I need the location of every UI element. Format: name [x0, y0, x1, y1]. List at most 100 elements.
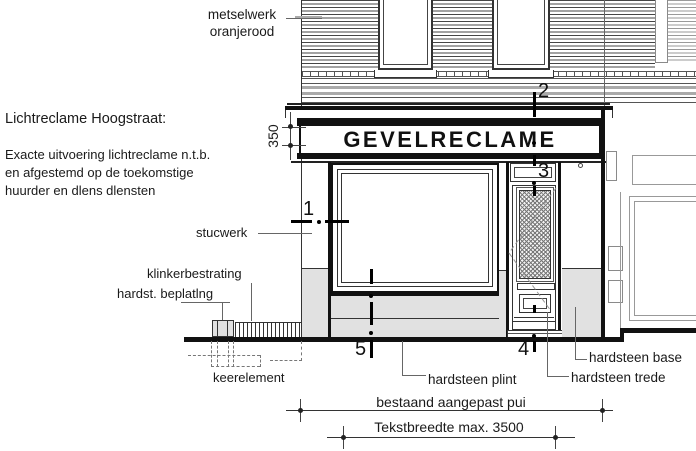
dim-350-tick-bottom [282, 145, 306, 146]
upper-window-2 [492, 0, 550, 70]
cut-3-dash [533, 186, 536, 196]
label-hardsteen-plint: hardsteen plint [428, 372, 517, 387]
dim-tekst-dot-right [553, 435, 558, 440]
door-mid-rail [517, 283, 555, 290]
keerelement-dash-h2 [211, 366, 260, 367]
neighbor-window [629, 196, 696, 321]
marker-2: 2 [538, 80, 550, 102]
marker-1: 1 [303, 198, 315, 220]
cut-1-dot [317, 220, 321, 224]
beplating-line-2 [227, 321, 228, 336]
cut-5-dash-a [370, 269, 373, 284]
property-line [604, 0, 605, 110]
ground-step [620, 328, 624, 342]
ground-line [184, 337, 624, 342]
dim-350-text: 350 [265, 124, 281, 148]
note-line-1: Exacte uitvoering lichtreclame n.t.b. [5, 147, 211, 162]
cut-1-dash-a [291, 220, 312, 223]
label-metselwerk-line2: oranjerood [209, 24, 275, 39]
note-line-2: en afgestemd op de toekomstige [5, 165, 194, 180]
beplating-line-1 [217, 321, 218, 336]
neighbor-transom [632, 155, 696, 185]
klinker-paving [235, 322, 302, 337]
cut-5-dash-c [370, 340, 373, 358]
brick-hatch-neighbor [668, 0, 696, 63]
keerelement-dash-v5 [260, 355, 261, 367]
dim-350-line [290, 112, 291, 160]
marker-5: 5 [355, 338, 367, 360]
window-sill-2 [488, 70, 554, 78]
marker-3: 3 [538, 160, 550, 182]
brick-hatch-left [302, 0, 378, 70]
sign-bottom-band [297, 153, 603, 159]
cornice-top-line [287, 103, 610, 105]
cut-3-dot [532, 181, 536, 185]
cut-5-dot-a [369, 294, 373, 298]
cut-1-dash-b [325, 220, 349, 223]
door-left-frame [506, 162, 509, 338]
label-hardsteen-trede: hardsteen trede [571, 370, 666, 385]
dim-tekst-text: Tekstbreedte max. 3500 [374, 419, 524, 435]
keerelement-dash-h1 [188, 355, 260, 356]
plint-divider-line [331, 318, 499, 319]
leader-trede-h [547, 376, 569, 377]
door-glass-panel [516, 187, 554, 282]
display-window-frame-2 [341, 173, 489, 283]
cornice-step [285, 106, 613, 110]
cut-5-dash-b [370, 302, 373, 325]
brick-hatch-right [550, 0, 655, 70]
keerelement-dash-v3 [228, 341, 229, 367]
door-transom-inner [514, 167, 552, 178]
leader-trede-v [547, 312, 548, 377]
label-keerelement: keerelement [213, 370, 285, 385]
trede-inner-line [508, 333, 562, 334]
pier-window-divider [328, 162, 331, 338]
leader-base-h [575, 359, 587, 360]
window-sill-1 [374, 70, 437, 78]
display-window-frame-1 [337, 169, 493, 287]
marker-4: 4 [518, 338, 530, 360]
cut-2-dash-b [533, 155, 536, 166]
leader-beplating-h [181, 302, 230, 303]
dim-350-dot-bottom [288, 143, 293, 148]
hardsteen-beplating-block [212, 320, 234, 337]
leader-base-v [575, 307, 576, 360]
dim-tekst-dot-left [341, 435, 346, 440]
left-pier-hardsteen [302, 268, 328, 338]
label-stucwerk: stucwerk [196, 225, 248, 240]
dim-350-dot-top [288, 124, 293, 129]
label-hardst-beplating: hardst. beplatlng [117, 286, 214, 301]
keerelement-dash-h3 [270, 360, 302, 361]
cut-2-dot [532, 141, 536, 145]
dim-350-tick-top [282, 127, 306, 128]
keerelement-dash-v6 [301, 341, 302, 361]
facade-right-edge [601, 110, 605, 341]
cornice-frieze [285, 110, 613, 118]
label-metselwerk-line1: metselwerk [207, 7, 277, 22]
hardsteen-plint [331, 293, 499, 338]
dim-pui-text: bestaand aangepast pui [376, 394, 526, 410]
label-hardsteen-base: hardsteen base [589, 350, 683, 365]
neighbor-window-inner [634, 201, 696, 316]
door-kick-line-1 [514, 317, 554, 318]
shop-sign-text: GEVELRECLAME [343, 126, 557, 152]
cut-4-dot [532, 334, 536, 338]
brick-hatch-middle [433, 0, 492, 70]
cut-4-dash-a [533, 305, 536, 313]
label-metselwerk: metselwerk oranjerood [196, 6, 288, 40]
dim-pui-line [286, 410, 613, 411]
leader-metselwerk-highlight [295, 16, 322, 18]
shop-sign-board: GEVELRECLAME [299, 126, 601, 153]
note-heading: Lichtreclame Hoogstraat: [5, 111, 167, 127]
neighbor-rect-3 [608, 280, 623, 303]
facade-banding [302, 78, 696, 107]
leader-stucwerk [258, 233, 312, 234]
keerelement-dash-v4 [233, 341, 234, 367]
facade-left-edge-line [301, 0, 302, 338]
leader-beplating-v [222, 302, 223, 320]
upper-window-1 [378, 0, 433, 70]
leader-klinker [251, 283, 252, 321]
cut-4-dash-b [533, 341, 536, 352]
door-kick-line-2 [512, 321, 556, 322]
